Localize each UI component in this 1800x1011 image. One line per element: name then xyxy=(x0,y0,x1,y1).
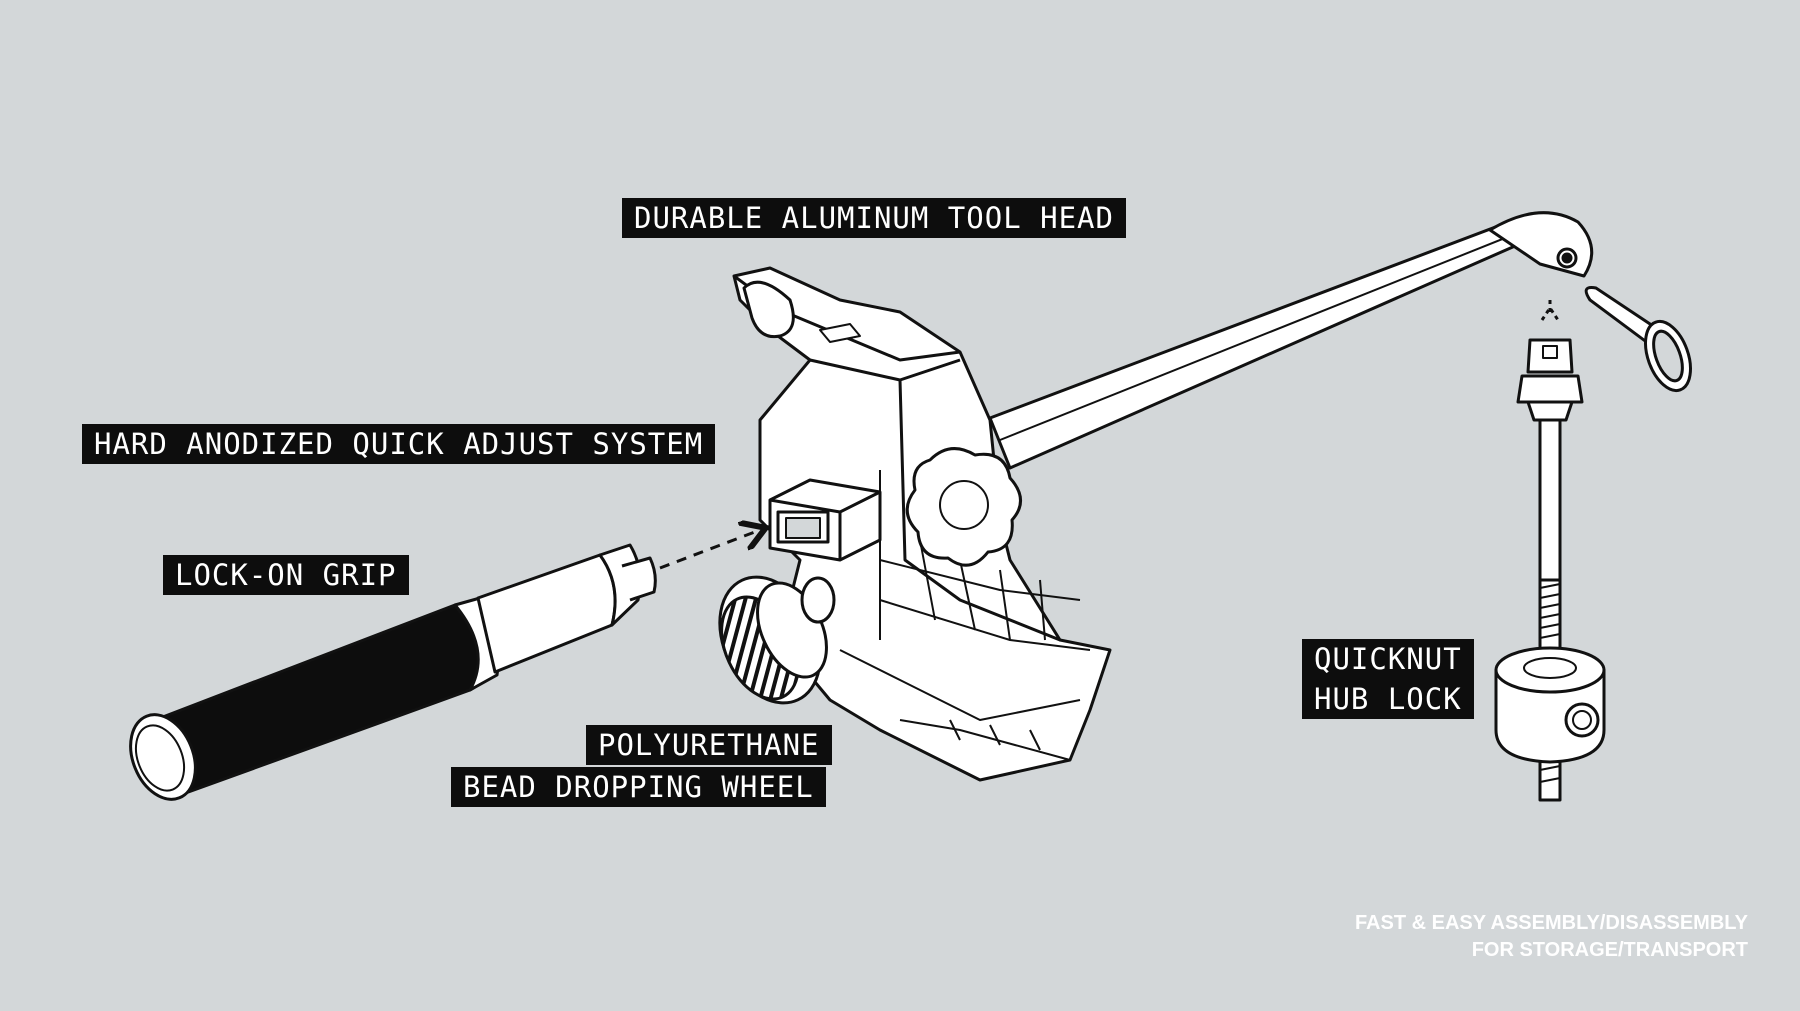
label-hub-line1: QUICKNUT xyxy=(1302,639,1474,679)
footnote-line2: FOR STORAGE/TRANSPORT xyxy=(1471,939,1748,961)
assembly-footnote: FAST & EASY ASSEMBLY/DISASSEMBLY FOR STO… xyxy=(1355,910,1748,964)
square-receiver xyxy=(768,478,882,562)
quick-release-pin xyxy=(1584,286,1692,393)
label-hub-line2: HUB LOCK xyxy=(1302,679,1474,719)
bead-wheel xyxy=(718,575,836,705)
insertion-arrow xyxy=(659,530,760,570)
handle-bar xyxy=(988,211,1594,470)
footnote-line1: FAST & EASY ASSEMBLY/DISASSEMBLY xyxy=(1354,912,1748,934)
label-quick-adjust: HARD ANODIZED QUICK ADJUST SYSTEM xyxy=(82,424,716,464)
lock-on-grip xyxy=(129,543,657,801)
label-lock-on-grip: LOCK-ON GRIP xyxy=(163,555,409,595)
label-wheel-line1: POLYURETHANE xyxy=(586,725,832,765)
adjust-knob xyxy=(905,447,1022,567)
label-wheel-line2: BEAD DROPPING WHEEL xyxy=(451,767,826,807)
label-tool-head: DURABLE ALUMINUM TOOL HEAD xyxy=(622,198,1126,238)
hub-lock-post xyxy=(1494,300,1606,802)
